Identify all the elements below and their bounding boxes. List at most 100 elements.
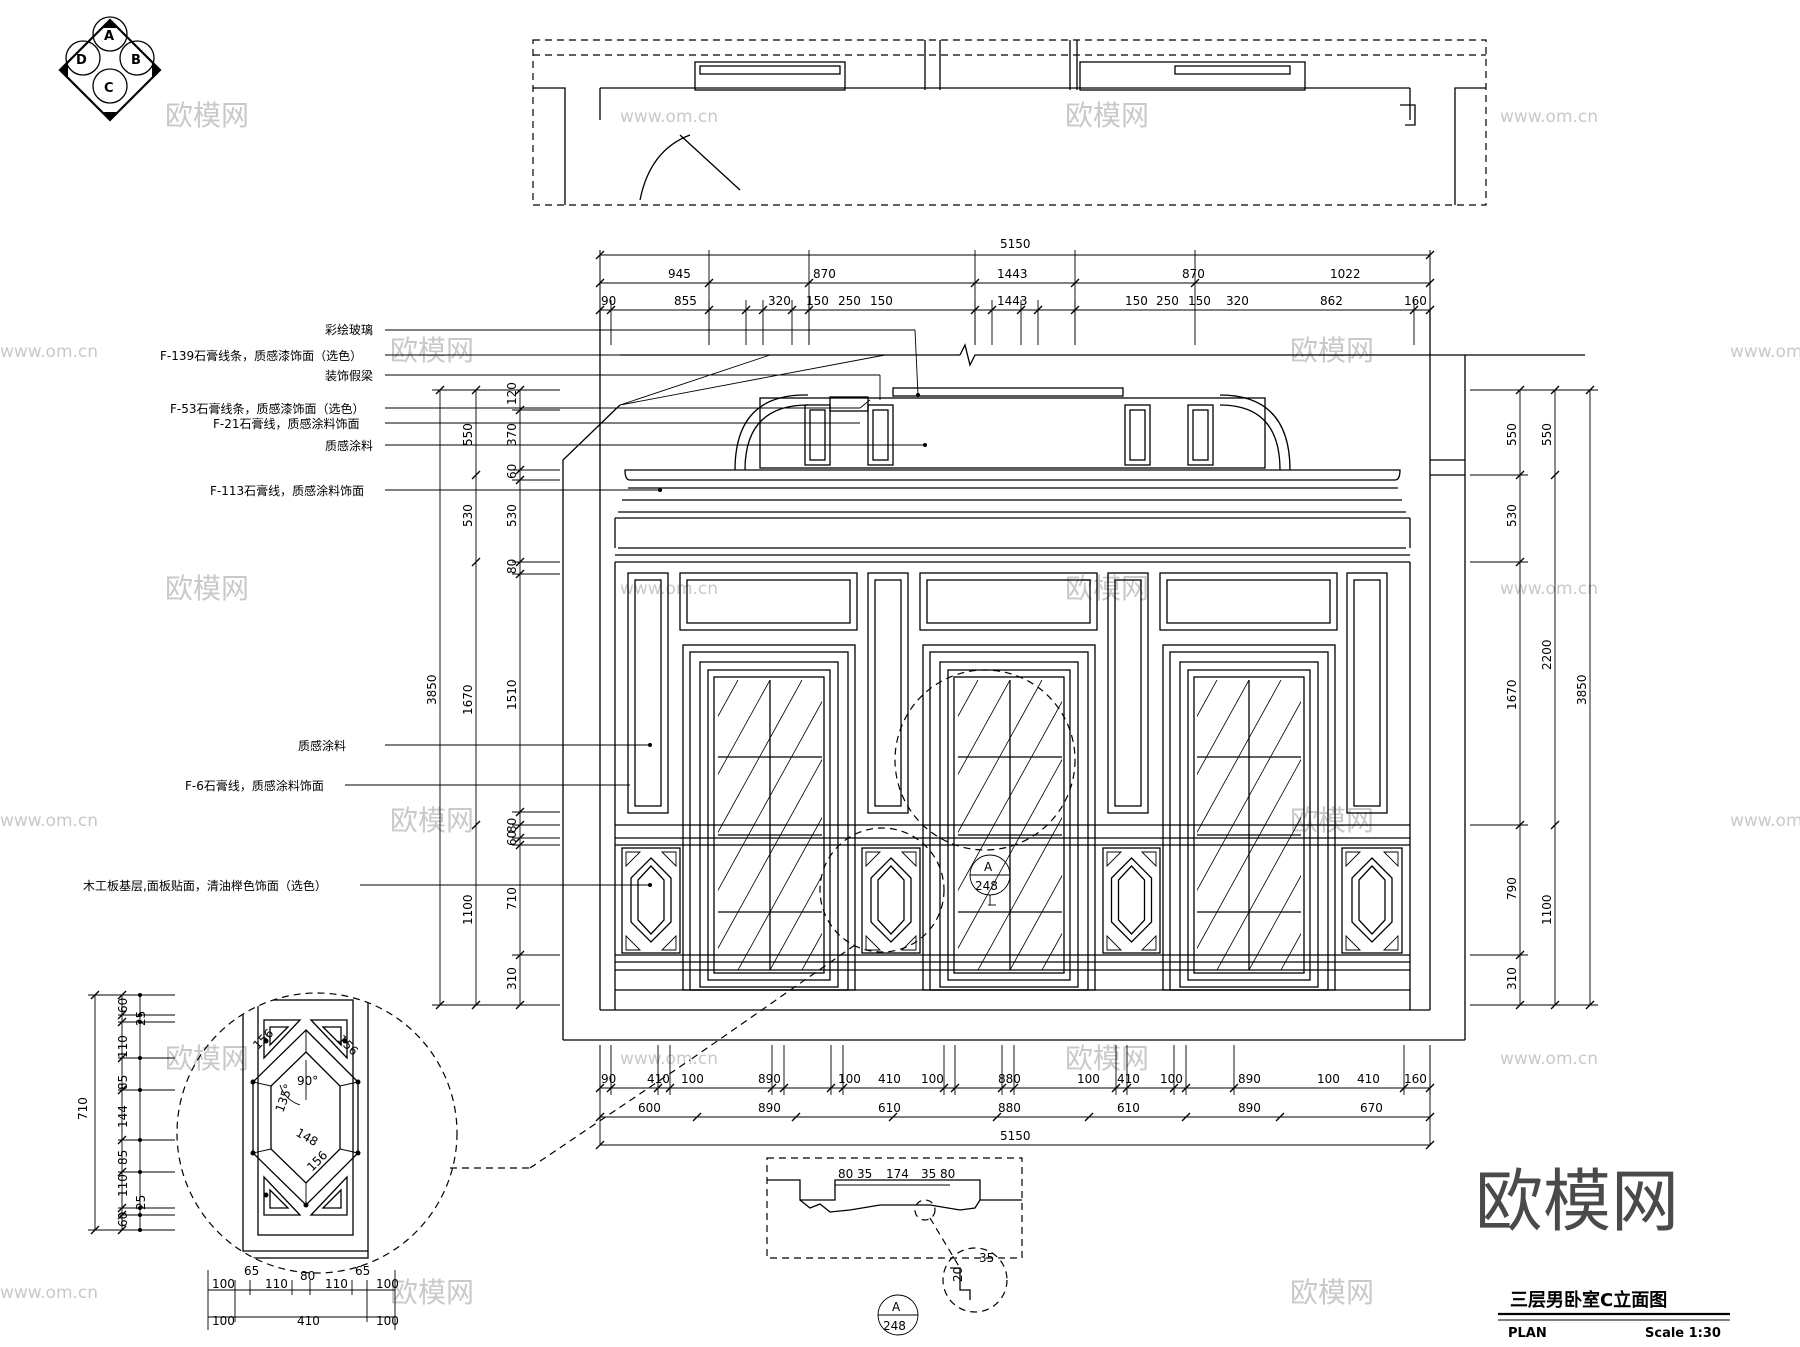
callout-9: F-6石膏线，质感涂料饰面 bbox=[185, 778, 324, 793]
top-total-dim: 5150 bbox=[1000, 237, 1031, 251]
svg-text:欧模网: 欧模网 bbox=[165, 99, 249, 132]
svg-text:410: 410 bbox=[878, 1072, 901, 1086]
diamond-motif bbox=[1351, 857, 1393, 943]
svg-text:欧模网: 欧模网 bbox=[165, 572, 249, 605]
glass-hatch bbox=[958, 680, 1043, 834]
svg-text:670: 670 bbox=[1360, 1101, 1383, 1115]
compass-c: C bbox=[104, 81, 114, 96]
dim-tick bbox=[1084, 1112, 1094, 1122]
dim-tick bbox=[704, 305, 714, 315]
dim-tick bbox=[1181, 1083, 1191, 1093]
dim-tick bbox=[1033, 305, 1043, 315]
svg-text:35: 35 bbox=[979, 1251, 994, 1265]
svg-text:1443: 1443 bbox=[997, 267, 1028, 281]
dim-tick bbox=[1229, 1083, 1239, 1093]
svg-text:欧模网: 欧模网 bbox=[390, 804, 474, 837]
svg-text:890: 890 bbox=[1238, 1072, 1261, 1086]
drawing-title: 三层男卧室C立面图 bbox=[1510, 1289, 1667, 1311]
svg-text:870: 870 bbox=[1182, 267, 1205, 281]
svg-text:248: 248 bbox=[883, 1319, 906, 1333]
dim-node bbox=[138, 1056, 142, 1060]
dim-node bbox=[138, 993, 142, 997]
svg-text:60: 60 bbox=[505, 831, 519, 846]
dim-node bbox=[138, 1170, 142, 1174]
dim-tick bbox=[515, 820, 525, 830]
svg-text:85: 85 bbox=[116, 1075, 130, 1090]
svg-text:欧模网: 欧模网 bbox=[390, 1276, 474, 1309]
corner-triangle bbox=[625, 851, 642, 868]
glass-hatch bbox=[977, 816, 1062, 970]
dim-tick bbox=[606, 1083, 616, 1093]
corner-triangle bbox=[625, 934, 642, 951]
svg-text:945: 945 bbox=[668, 267, 691, 281]
plan-detail: 80 35 174 35 80 35 20 bbox=[766, 1157, 1023, 1313]
dim-tick bbox=[90, 1225, 100, 1235]
dim-tick bbox=[804, 305, 814, 315]
om-logo-text: 欧模网 bbox=[1475, 1163, 1679, 1242]
svg-text:1100: 1100 bbox=[461, 894, 475, 925]
svg-text:320: 320 bbox=[1226, 294, 1249, 308]
svg-text:250: 250 bbox=[838, 294, 861, 308]
svg-text:148: 148 bbox=[294, 1125, 321, 1149]
bottom-dimensions: 90 410 100 890 100 410 100 880 100 410 1… bbox=[595, 1045, 1435, 1150]
dim-tick bbox=[741, 305, 751, 315]
dim-tick bbox=[471, 820, 481, 830]
svg-text:25: 25 bbox=[134, 1011, 148, 1026]
svg-text:550: 550 bbox=[461, 423, 475, 446]
svg-text:1670: 1670 bbox=[461, 684, 475, 715]
dim-tick bbox=[1190, 278, 1200, 288]
wainscot-panel bbox=[1102, 847, 1161, 954]
svg-text:600: 600 bbox=[638, 1101, 661, 1115]
compass-symbol: A B C D bbox=[58, 16, 162, 122]
svg-text:174: 174 bbox=[886, 1167, 909, 1181]
svg-text:410: 410 bbox=[1117, 1072, 1140, 1086]
svg-text:156: 156 bbox=[335, 1032, 361, 1058]
right-dimensions: 550 530 1670 790 310 550 2200 1100 3850 bbox=[1470, 385, 1598, 1010]
left-dimensions: 3850 550 530 1670 1100 120 370 60 530 80… bbox=[425, 382, 560, 1010]
dim-tick bbox=[515, 840, 525, 850]
callout-10: 木工板基层,面板贴面，清油榉色饰面（选色） bbox=[83, 879, 327, 893]
svg-text:60: 60 bbox=[116, 1212, 130, 1227]
corner-triangle bbox=[900, 851, 917, 868]
svg-text:www.om.cn: www.om.cn bbox=[620, 579, 718, 599]
dim-tick bbox=[665, 1083, 675, 1093]
dim-tick bbox=[1070, 305, 1080, 315]
svg-text:65: 65 bbox=[244, 1264, 259, 1278]
dim-node bbox=[138, 1228, 142, 1232]
svg-text:710: 710 bbox=[76, 1097, 90, 1120]
glass-hatch bbox=[1009, 874, 1062, 970]
svg-text:欧模网: 欧模网 bbox=[1290, 1276, 1374, 1309]
dim-tick bbox=[1585, 385, 1595, 395]
glass-hatch bbox=[718, 680, 803, 834]
dim-node bbox=[138, 1013, 142, 1017]
top-dimensions: 5150 945 870 1443 870 1022 90 855 320 15… bbox=[595, 237, 1435, 345]
svg-text:862: 862 bbox=[1320, 294, 1343, 308]
dim-tick bbox=[970, 305, 980, 315]
dim-tick bbox=[1515, 557, 1525, 567]
enlarged-panel-detail: 156 156 90° 135° 148 156 710 60 25 110 8… bbox=[76, 990, 691, 1330]
dim-tick bbox=[90, 990, 100, 1000]
dim-tick bbox=[1275, 1112, 1285, 1122]
dim-tick bbox=[117, 990, 127, 1000]
callout-8: 质感涂料 bbox=[298, 738, 346, 753]
dim-tick bbox=[970, 278, 980, 288]
dim-tick bbox=[515, 569, 525, 579]
svg-text:www.om.cn: www.om.cn bbox=[1730, 342, 1800, 362]
svg-text:410: 410 bbox=[647, 1072, 670, 1086]
svg-text:100: 100 bbox=[212, 1277, 235, 1291]
svg-text:610: 610 bbox=[1117, 1101, 1140, 1115]
svg-text:www.om.cn: www.om.cn bbox=[1500, 579, 1598, 599]
compass-a: A bbox=[104, 29, 114, 44]
dim-tick bbox=[595, 250, 605, 260]
glass-hatch bbox=[718, 680, 771, 776]
glass-hatch bbox=[718, 758, 822, 950]
dim-tick bbox=[1070, 278, 1080, 288]
dim-tick bbox=[117, 1210, 127, 1220]
dim-tick bbox=[1122, 1083, 1132, 1093]
diamond-inner bbox=[1117, 865, 1146, 935]
svg-text:790: 790 bbox=[1505, 877, 1519, 900]
plan-label: PLAN bbox=[1508, 1326, 1547, 1341]
dim-tick bbox=[435, 385, 445, 395]
dim-tick bbox=[117, 1053, 127, 1063]
wainscot-panel bbox=[621, 847, 681, 954]
